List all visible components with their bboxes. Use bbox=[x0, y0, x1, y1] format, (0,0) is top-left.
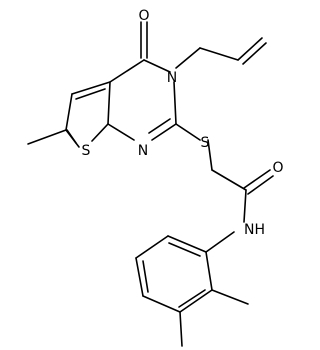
bond-c4a-c5 bbox=[71, 81, 111, 95]
bond-ring-c1-c2 bbox=[205, 251, 213, 291]
bond-c2-s bbox=[175, 123, 201, 141]
bond-n1-c7a bbox=[107, 123, 135, 141]
bond-n3-allyl-ch2 bbox=[175, 47, 201, 69]
bond-c5-c6 bbox=[65, 93, 73, 131]
bond-c6-methyl bbox=[27, 129, 67, 145]
atom-nitrogen-amide: NH bbox=[244, 222, 265, 238]
atom-labels: O N S N S O NH bbox=[82, 8, 284, 238]
bond-allyl-ch-ch2-double bbox=[242, 42, 267, 65]
bond-s-ch2 bbox=[207, 139, 213, 171]
bond-c2-n1 bbox=[151, 123, 177, 141]
bond-c3-methyl bbox=[179, 311, 183, 347]
bond-c-amide-n bbox=[243, 189, 247, 223]
molecule-structure: O N S N S O NH bbox=[27, 8, 284, 347]
bond-ring-c2-c3-inner bbox=[178, 289, 206, 308]
bond-c7a-c4a bbox=[107, 81, 111, 125]
bond-allyl-ch2-ch bbox=[199, 47, 239, 61]
bond-c-amide-o-1 bbox=[243, 169, 271, 189]
bond-n3-c2 bbox=[173, 81, 177, 125]
bond-c4a-c5-double bbox=[75, 88, 106, 100]
bond-c4a-c4 bbox=[109, 59, 145, 83]
bond-ring-c2-c3 bbox=[179, 289, 213, 313]
bond-allyl-ch-ch2 bbox=[237, 37, 263, 61]
atom-nitrogen-3: N bbox=[167, 70, 177, 86]
bond-ch2-c-amide bbox=[211, 169, 247, 191]
bond-ring-c5-c6 bbox=[135, 235, 169, 259]
bond-ring-c3-c4 bbox=[142, 295, 181, 313]
atom-oxygen-ketone: O bbox=[138, 8, 149, 24]
bond-s-c7a bbox=[91, 123, 109, 142]
atom-oxygen-amide: O bbox=[272, 160, 283, 176]
bond-c-amide-o-2 bbox=[247, 175, 274, 195]
atom-sulfur-thiophene: S bbox=[82, 143, 91, 159]
bond-c4-n3 bbox=[143, 59, 171, 73]
bond-ring-c4-c5 bbox=[135, 257, 144, 297]
bond-c2-n1-double bbox=[148, 118, 171, 134]
bond-c2-methyl bbox=[211, 289, 249, 305]
bond-ring-c6-c1 bbox=[167, 235, 207, 253]
bond-c6-s bbox=[65, 129, 80, 148]
bond-ring-c4-c5-inner bbox=[142, 260, 149, 293]
atom-sulfur-thioether: S bbox=[201, 135, 210, 151]
bond-ring-c6-c1-inner bbox=[168, 242, 201, 257]
atom-nitrogen-1: N bbox=[138, 143, 148, 159]
bond-layer bbox=[27, 21, 274, 347]
bond-n-aryl bbox=[205, 231, 235, 253]
